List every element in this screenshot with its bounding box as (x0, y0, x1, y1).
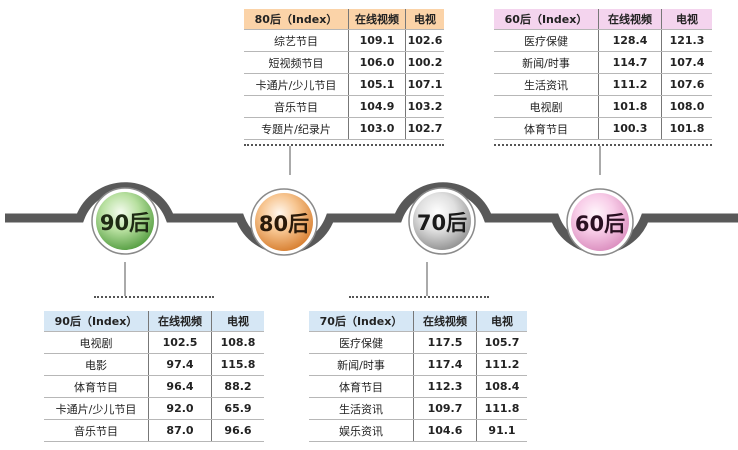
table-90-header: 90后（Index） 在线视频 电视 (44, 311, 264, 332)
ball-70: 70后 (408, 187, 476, 255)
header-cell: 在线视频 (348, 9, 406, 30)
header-cell: 90后（Index） (44, 311, 149, 332)
ball-60: 60后 (566, 188, 634, 256)
header-cell: 在线视频 (148, 311, 212, 332)
dots-60 (494, 144, 712, 146)
header-cell: 在线视频 (598, 9, 662, 30)
header-cell: 70后（Index） (309, 311, 414, 332)
ball-80: 80后 (250, 188, 318, 256)
ball-90: 90后 (91, 187, 159, 255)
header-cell: 在线视频 (413, 311, 477, 332)
header-cell: 电视 (405, 9, 444, 30)
table-70-header: 70后（Index） 在线视频 电视 (309, 311, 527, 332)
dots-90 (94, 296, 214, 298)
dots-80 (244, 144, 444, 146)
table-60-header: 60后（Index） 在线视频 电视 (494, 9, 712, 30)
ball-label-90: 90后 (100, 211, 150, 235)
header-cell: 60后（Index） (494, 9, 599, 30)
header-cell: 80后（Index） (244, 9, 349, 30)
header-cell: 电视 (661, 9, 712, 30)
table-80-header: 80后（Index） 在线视频 电视 (244, 9, 444, 30)
ball-label-70: 70后 (417, 211, 467, 235)
header-cell: 电视 (476, 311, 527, 332)
dots-70 (349, 296, 489, 298)
header-cell: 电视 (211, 311, 264, 332)
ball-label-60: 60后 (575, 212, 625, 236)
ball-label-80: 80后 (259, 212, 309, 236)
